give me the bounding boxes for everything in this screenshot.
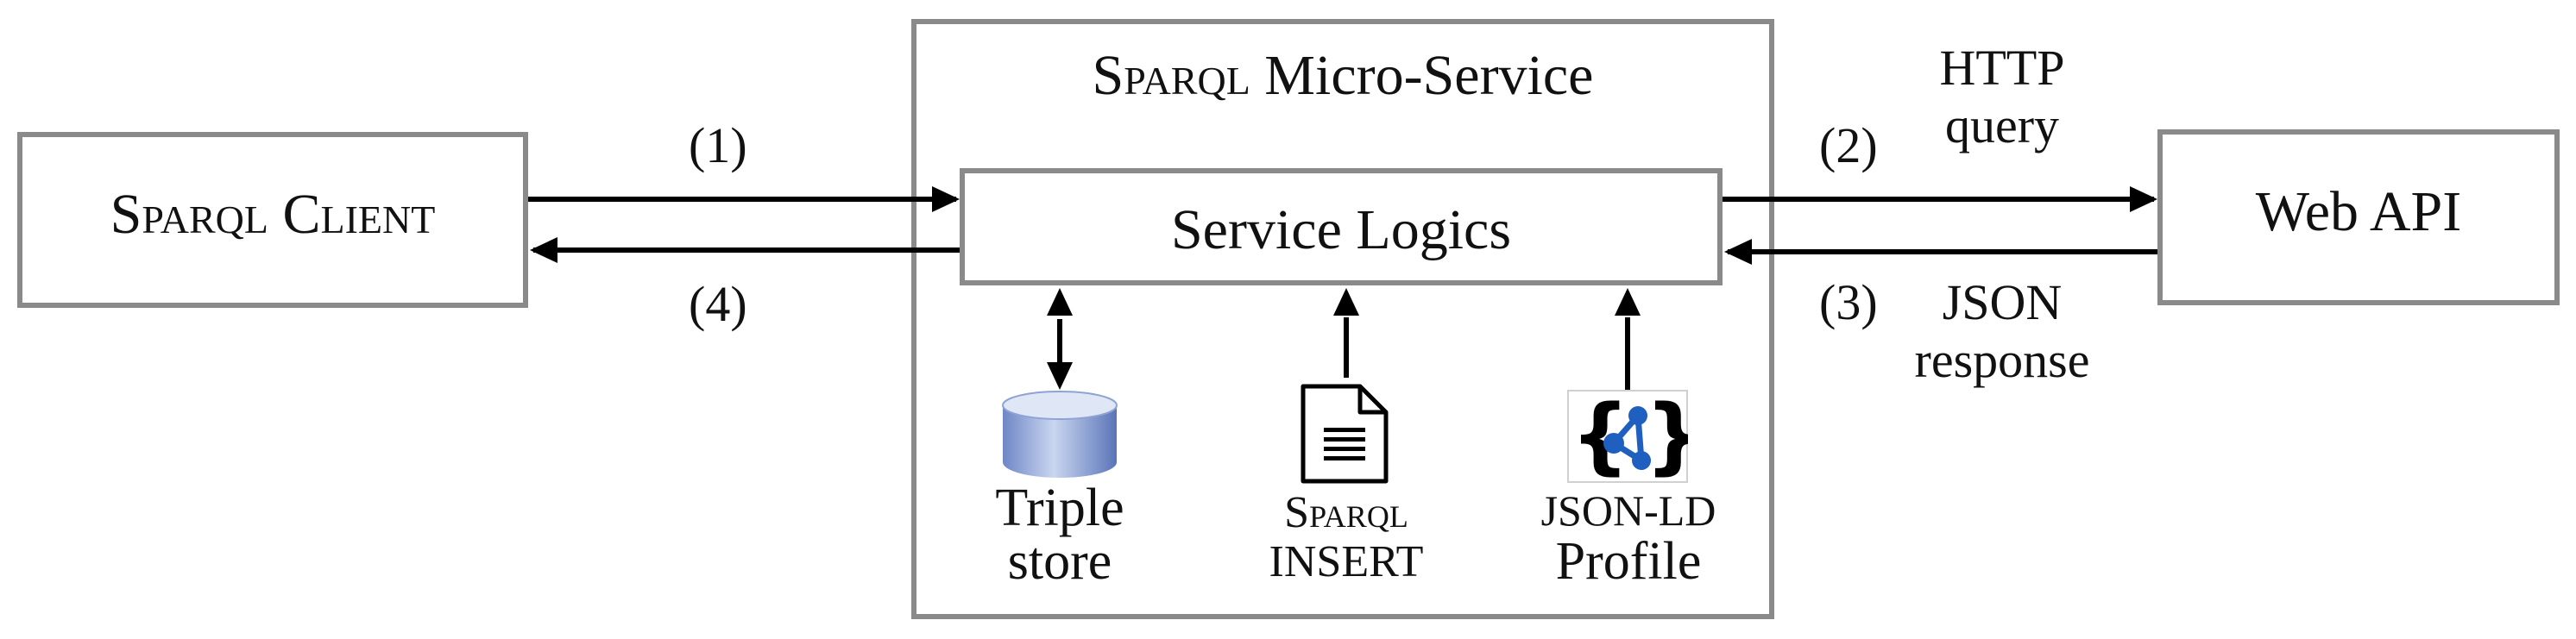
triple-store-label: Triple store xyxy=(995,479,1124,591)
sparql-client-box: Sparql Client xyxy=(17,132,528,308)
arrowhead-triplestore-up xyxy=(1047,288,1073,316)
web-api-label: Web API xyxy=(2255,180,2462,243)
document-icon xyxy=(1301,384,1389,484)
step-4-label: (4) xyxy=(689,276,747,332)
service-logics-label: Service Logics xyxy=(1170,198,1512,261)
step-1-label: (1) xyxy=(689,117,747,173)
arrowhead-3 xyxy=(1724,239,1752,265)
json-response-label: JSON response xyxy=(1914,274,2090,388)
http-query-label: HTTP query xyxy=(1939,40,2065,153)
step-2-label: (2) xyxy=(1819,117,1878,173)
json-ld-icon: { } xyxy=(1567,390,1688,483)
arrowhead-4 xyxy=(530,237,557,263)
service-logics-box: Service Logics xyxy=(960,168,1723,285)
sparql-insert-label: Sparql INSERT xyxy=(1269,488,1424,587)
arrowhead-profile xyxy=(1615,288,1641,316)
step-3-label: (3) xyxy=(1819,274,1878,330)
micro-service-box: Sparql Micro-Service xyxy=(911,19,1774,619)
arrowhead-1 xyxy=(932,186,960,212)
web-api-box: Web API xyxy=(2157,129,2560,305)
arrowhead-insert xyxy=(1333,288,1359,316)
json-ld-profile-label: JSON-LD Profile xyxy=(1540,486,1716,591)
database-icon xyxy=(1002,391,1118,478)
sparql-client-label: Sparql Client xyxy=(110,183,436,246)
arrowhead-2 xyxy=(2130,186,2157,212)
arrowhead-triplestore-down xyxy=(1047,362,1073,390)
svg-text:}: } xyxy=(1645,390,1688,483)
micro-service-title: Sparql Micro-Service xyxy=(1092,44,1594,107)
